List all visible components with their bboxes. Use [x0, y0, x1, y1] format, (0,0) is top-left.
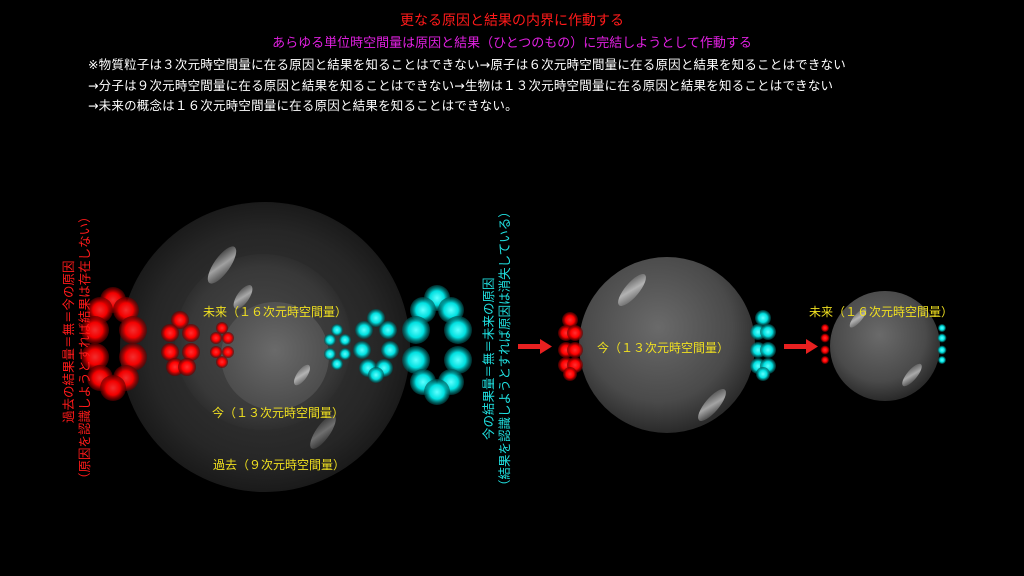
- label-future-16d: 未来（１６次元時空間量）: [203, 305, 348, 319]
- future-sphere: [221, 302, 329, 410]
- red-molecule-ring-compressed: [558, 312, 583, 381]
- note-line-3: →未来の概念は１６次元時空間量に在る原因と結果を知ることはできない。: [88, 98, 518, 113]
- red-molecule-ring-thin: [820, 324, 830, 364]
- cyan-molecule-ring-large: [402, 285, 472, 405]
- highlight: [849, 308, 867, 328]
- cyan-molecule-ring-medium: [353, 309, 399, 383]
- label-now-13d-middle: 今（１３次元時空間量）: [597, 341, 730, 355]
- highlight: [310, 415, 336, 449]
- highlight: [698, 389, 726, 421]
- nested-spheres: [120, 202, 410, 492]
- right-arrow-icon: [518, 339, 552, 354]
- diagram-subtitle: あらゆる単位時空間量は原因と結果（ひとつのもの）に完結しようとして作動する: [272, 36, 752, 51]
- cyan-molecule-ring-compressed: [750, 310, 776, 381]
- highlight: [233, 285, 253, 309]
- note-line-1: ※物質粒子は３次元時空間量に在る原因と結果を知ることはできない→原子は６次元時空…: [88, 57, 846, 72]
- red-molecule-ring-small: [210, 322, 234, 368]
- right-arrow-icon: [784, 339, 818, 354]
- label-future-16d-right: 未来（１６次元時空間量）: [809, 305, 954, 319]
- highlight: [293, 364, 311, 386]
- diagram-title: 更なる原因と結果の内界に作動する: [400, 13, 624, 29]
- middle-sphere-group: [579, 257, 755, 433]
- red-molecule-ring-large: [81, 287, 147, 401]
- highlight: [618, 274, 646, 306]
- right-sphere-group: [830, 291, 940, 401]
- red-molecule-ring-medium: [161, 311, 200, 376]
- highlight: [902, 363, 922, 387]
- label-past-9d: 過去（９次元時空間量）: [213, 458, 346, 472]
- cyan-molecule-ring-thin: [937, 324, 947, 364]
- note-line-2: →分子は９次元時空間量に在る原因と結果を知ることはできない→生物は１３次元時空間…: [88, 78, 834, 93]
- left-vertical-sub: （原因を認識しようとすれば結果は存在しない）: [77, 210, 92, 485]
- highlight: [207, 246, 237, 284]
- middle-vertical-sub: （結果を認識しようとすれば原因は消失している）: [497, 205, 512, 492]
- label-now-13d: 今（１３次元時空間量）: [212, 406, 345, 420]
- cyan-molecule-ring-small: [324, 324, 351, 370]
